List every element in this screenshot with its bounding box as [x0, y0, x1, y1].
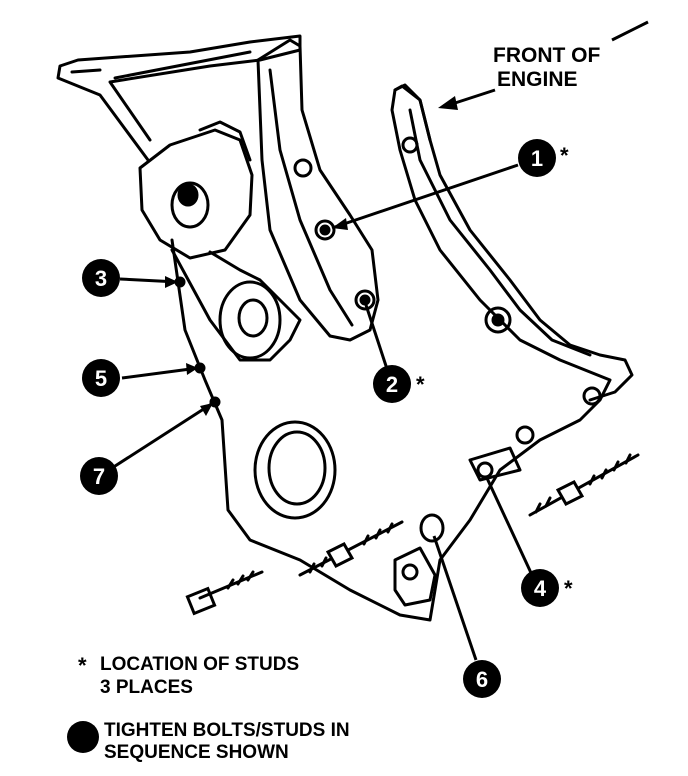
boss-2	[354, 289, 376, 311]
callout-2: 2 *	[373, 365, 425, 403]
callout-2-stud-marker: *	[416, 372, 425, 397]
front-label-line2: ENGINE	[497, 68, 578, 91]
boss-top-1	[293, 158, 313, 178]
callouts: 1 * 2 * 3 4 * 5 6 7	[80, 139, 573, 698]
front-label-line1: FRONT OF	[493, 44, 600, 67]
boss-right-2	[582, 386, 602, 406]
callout-6: 6	[463, 660, 501, 698]
boss-1-core	[319, 224, 331, 236]
right-bracket-arm	[393, 84, 634, 402]
front-arrow-head	[438, 96, 458, 110]
stud-middle-threads	[308, 522, 394, 574]
upper-bracket-arm	[56, 34, 302, 162]
leader-1-arrow	[332, 218, 348, 230]
leader-lines	[111, 163, 534, 661]
legend-stud-symbol: *	[78, 653, 87, 678]
callout-3: 3	[82, 259, 120, 297]
engine-cover-drawing	[56, 34, 634, 622]
boss-2-core	[359, 294, 371, 306]
callout-6-number: 6	[476, 667, 488, 692]
boss-1	[314, 219, 336, 241]
legend-stud-line2: 3 PLACES	[100, 677, 193, 698]
idler-pulley-outer	[218, 280, 282, 360]
tensioner-body	[138, 128, 254, 260]
timing-cover-upper	[256, 38, 380, 342]
stud-right-nut	[555, 480, 585, 506]
legend-stud-line1: LOCATION OF STUDS	[100, 654, 299, 675]
fasteners	[185, 453, 640, 616]
upper-bracket-rib	[113, 50, 252, 80]
callout-3-badge	[82, 259, 120, 297]
legend-sequence-dot	[67, 721, 99, 753]
leader-7	[111, 401, 214, 470]
callout-5-number: 5	[95, 366, 107, 391]
crank-seal-outer	[253, 420, 337, 520]
stud-middle	[298, 520, 404, 577]
callout-7-badge	[80, 457, 118, 495]
callout-7: 7	[80, 457, 118, 495]
legend-seq-line1: TIGHTEN BOLTS/STUDS IN	[104, 720, 350, 741]
callout-4-number: 4	[534, 576, 547, 601]
leader-7-arrow	[200, 403, 213, 416]
front-indicator-line	[611, 20, 649, 42]
callout-6-badge	[463, 660, 501, 698]
callout-4-stud-marker: *	[564, 576, 573, 601]
callout-4-badge	[521, 569, 559, 607]
lower-sleeve-hole	[476, 461, 494, 479]
leader-6	[432, 535, 478, 661]
stud-right-threads	[534, 453, 632, 514]
lower-sleeve	[468, 446, 522, 482]
lower-boss-6	[419, 513, 445, 543]
callout-7-number: 7	[93, 464, 105, 489]
front-of-engine-indicator: FRONT OF ENGINE	[438, 20, 649, 110]
leader-5	[121, 366, 199, 380]
leader-3-arrow	[165, 276, 178, 288]
callout-1-stud-marker: *	[560, 143, 569, 168]
tensioner-block-top	[198, 120, 252, 162]
lower-lug	[393, 546, 437, 607]
callout-5: 5	[82, 359, 120, 397]
legend-seq-line2: SEQUENCE SHOWN	[104, 742, 289, 763]
boss-right-3	[515, 425, 535, 445]
bolt-lower-left-threads	[226, 570, 255, 590]
lower-lug-hole	[401, 563, 419, 581]
legend: * LOCATION OF STUDS 3 PLACES TIGHTEN BOL…	[67, 653, 350, 763]
front-arrow-shaft	[451, 88, 496, 106]
callout-1-badge	[518, 139, 556, 177]
crank-seal-inner	[267, 430, 327, 506]
callout-1: 1 *	[518, 139, 569, 177]
timing-cover-inner-edge	[268, 68, 354, 327]
leader-1	[331, 163, 519, 230]
boss-right-1-core	[491, 313, 505, 327]
callout-2-badge	[373, 365, 411, 403]
callout-3-number: 3	[95, 266, 107, 291]
callout-2-number: 2	[386, 372, 398, 397]
right-bracket-inner	[408, 108, 592, 357]
callout-4: 4 *	[521, 569, 573, 607]
stud-middle-nut	[325, 542, 355, 568]
leader-5-arrow	[186, 363, 198, 375]
callout-1-number: 1	[531, 146, 543, 171]
boss-top-2	[401, 136, 419, 154]
leader-2	[364, 304, 390, 373]
leader-4	[484, 475, 534, 576]
upper-bracket-slot	[70, 68, 102, 74]
front-cover-outline	[170, 83, 612, 622]
tensioner-pulley	[170, 181, 210, 229]
boss-right-1	[484, 306, 512, 334]
callout-5-badge	[82, 359, 120, 397]
bolt-lower-left-head	[185, 586, 217, 616]
idler-pulley-inner	[237, 298, 269, 338]
tensioner-bolt	[177, 183, 199, 207]
